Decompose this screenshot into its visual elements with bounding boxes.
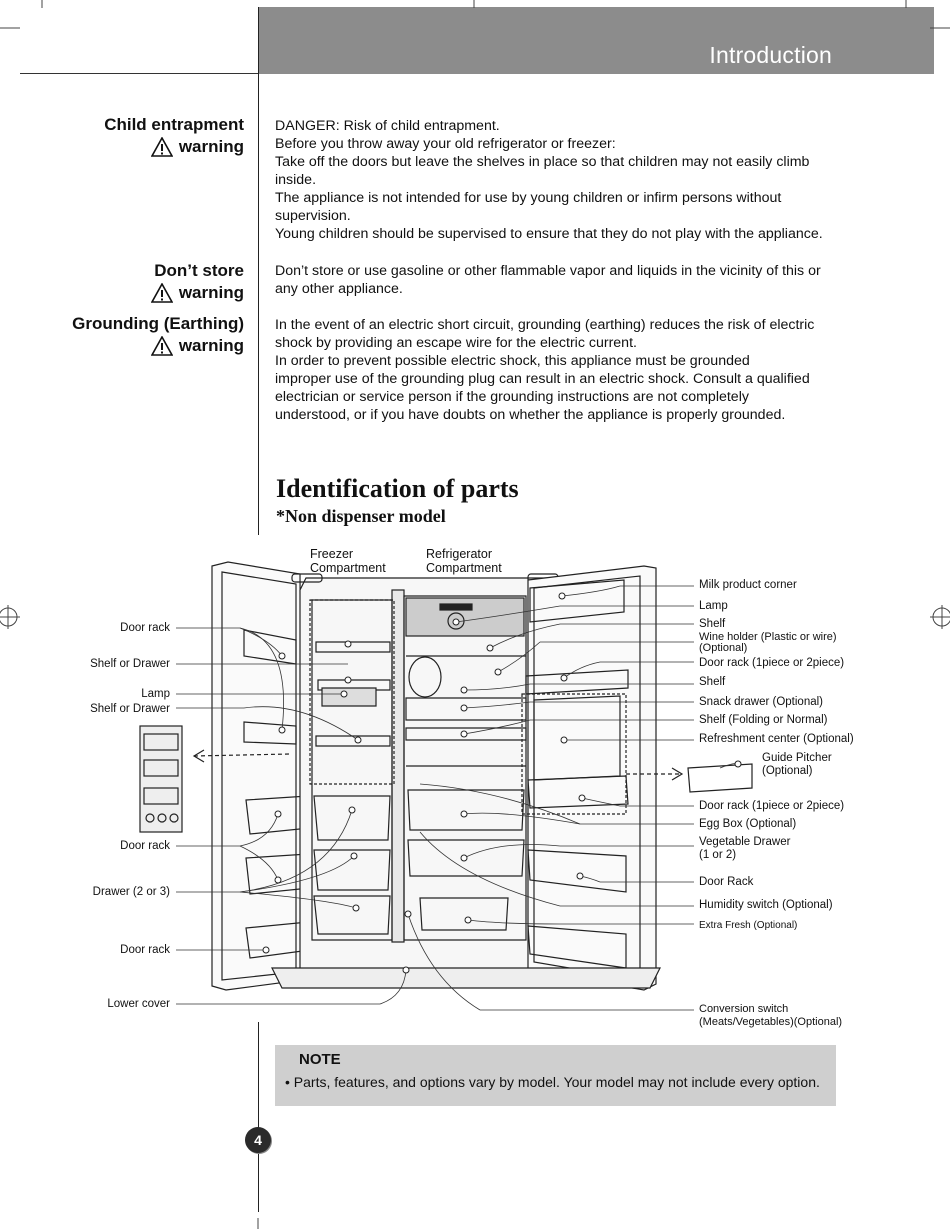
warning-label: warning <box>178 137 244 156</box>
label-line: (Optional) <box>699 642 748 654</box>
label-line: Lamp <box>699 600 728 612</box>
label-line: Guide Pitcher <box>762 752 832 764</box>
label-line: Humidity switch (Optional) <box>699 899 833 911</box>
label-line: Shelf <box>699 676 726 688</box>
label-line: Door Rack <box>699 876 754 888</box>
left-door <box>211 561 303 991</box>
label-door-rack-3: Door rack <box>120 944 170 956</box>
paragraph-dont-store: Don’t store or use gasoline or other fla… <box>275 262 845 298</box>
label-line: Conversion switch <box>699 1003 789 1015</box>
label-line: Door rack (1piece or 2piece) <box>699 657 845 669</box>
heading-grounding: Grounding (Earthing) warning <box>72 313 244 362</box>
label-line: (Optional) <box>762 765 813 777</box>
label-line: Compartment <box>310 561 386 575</box>
header-rule <box>20 73 258 74</box>
label-shelf-2: Shelf <box>699 676 725 689</box>
label-lower-cover: Lower cover <box>107 998 170 1010</box>
column-divider-bottom <box>258 1022 259 1212</box>
heading-text: Child entrapment <box>104 115 244 134</box>
column-divider-top <box>258 7 259 535</box>
paragraph-grounding: In the event of an electric short circui… <box>275 316 845 424</box>
paragraph-child-entrapment: DANGER: Risk of child entrapment. Before… <box>275 117 845 243</box>
text-line: Young children should be supervised to e… <box>275 226 823 242</box>
label-line: Extra Fresh (Optional) <box>699 920 798 931</box>
label-shelf-or-drawer-1: Shelf or Drawer <box>90 658 170 670</box>
warning-triangle-icon <box>150 137 173 157</box>
note-title: NOTE <box>299 1051 341 1068</box>
warning-label: warning <box>178 336 244 355</box>
text-line: inside. <box>275 172 317 188</box>
heading-text: Don’t store <box>154 261 244 280</box>
label-line: Shelf (Folding or Normal) <box>699 714 828 726</box>
label-conversion-switch: Conversion switch (Meats/Vegetables)(Opt… <box>699 1003 842 1029</box>
page-number: 4 <box>245 1127 271 1153</box>
label-door-rack-right-3: Door Rack <box>699 876 753 889</box>
label-refrigerator-compartment: Refrigerator Compartment <box>426 547 502 575</box>
label-door-rack-1: Door rack <box>120 622 170 634</box>
label-line: Vegetable Drawer <box>699 836 791 848</box>
label-lamp-left: Lamp <box>141 688 170 700</box>
label-egg-box: Egg Box (Optional) <box>699 818 796 831</box>
text-line: supervision. <box>275 208 351 224</box>
text-line: any other appliance. <box>275 281 403 297</box>
text-line: DANGER: Risk of child entrapment. <box>275 118 500 134</box>
label-lamp-right: Lamp <box>699 600 728 613</box>
text-line: electrician or service person if the gro… <box>275 389 749 405</box>
text-line: understood, or if you have doubts on whe… <box>275 407 786 423</box>
text-line: shock by providing an escape wire for th… <box>275 335 637 351</box>
label-door-rack-right-1: Door rack (1piece or 2piece) <box>699 657 844 670</box>
label-guide-pitcher: Guide Pitcher (Optional) <box>762 752 832 778</box>
text-line: In the event of an electric short circui… <box>275 317 815 333</box>
label-door-rack-2: Door rack <box>120 840 170 852</box>
header-title: Introduction <box>709 42 832 68</box>
label-shelf-or-drawer-2: Shelf or Drawer <box>90 703 170 715</box>
label-door-rack-right-2: Door rack (1piece or 2piece) <box>699 800 844 813</box>
label-snack-drawer: Snack drawer (Optional) <box>699 696 823 709</box>
label-line: Door rack (1piece or 2piece) <box>699 800 845 812</box>
label-line: Milk product corner <box>699 579 797 591</box>
label-line: (Meats/Vegetables)(Optional) <box>699 1016 843 1028</box>
label-line: Refrigerator <box>426 547 492 561</box>
label-shelf-folding: Shelf (Folding or Normal) <box>699 714 827 727</box>
text-line: improper use of the grounding plug can r… <box>275 371 810 387</box>
text-line: The appliance is not intended for use by… <box>275 190 782 206</box>
right-door <box>527 565 657 991</box>
text-line: Don’t store or use gasoline or other fla… <box>275 263 821 279</box>
parts-subtitle: *Non dispenser model <box>276 506 446 526</box>
heading-child-entrapment: Child entrapment warning <box>104 114 244 163</box>
warning-triangle-icon <box>150 283 173 303</box>
label-freezer-compartment: Freezer Compartment <box>310 547 386 575</box>
label-milk-product-corner: Milk product corner <box>699 579 797 592</box>
label-line: Freezer <box>310 547 354 561</box>
text-line: In order to prevent possible electric sh… <box>275 353 750 369</box>
label-vegetable-drawer: Vegetable Drawer (1 or 2) <box>699 836 790 862</box>
label-line: (1 or 2) <box>699 849 737 861</box>
label-refreshment-center: Refreshment center (Optional) <box>699 733 854 746</box>
label-line: Compartment <box>426 561 502 575</box>
label-line: Wine holder (Plastic or wire) <box>699 631 837 643</box>
label-line: Refreshment center (Optional) <box>699 733 854 745</box>
text-line: Before you throw away your old refrigera… <box>275 136 616 152</box>
note-box: NOTE • Parts, features, and options vary… <box>275 1045 836 1106</box>
label-humidity-switch: Humidity switch (Optional) <box>699 899 833 912</box>
label-shelf-1: Shelf <box>699 618 725 631</box>
text-line: Take off the doors but leave the shelves… <box>275 154 810 170</box>
label-extra-fresh: Extra Fresh (Optional) <box>699 919 797 932</box>
label-drawer-2-or-3: Drawer (2 or 3) <box>92 886 170 898</box>
warning-triangle-icon <box>150 336 173 356</box>
note-text: • Parts, features, and options vary by m… <box>285 1074 820 1090</box>
parts-title: Identification of parts <box>276 474 519 503</box>
heading-text: Grounding (Earthing) <box>72 314 244 333</box>
label-line: Snack drawer (Optional) <box>699 696 823 708</box>
heading-dont-store: Don’t store warning <box>150 260 244 309</box>
warning-label: warning <box>178 283 244 302</box>
label-line: Egg Box (Optional) <box>699 818 797 830</box>
label-wine-holder: Wine holder (Plastic or wire) (Optional) <box>699 632 837 654</box>
label-line: Shelf <box>699 618 726 630</box>
header-band <box>258 7 934 74</box>
